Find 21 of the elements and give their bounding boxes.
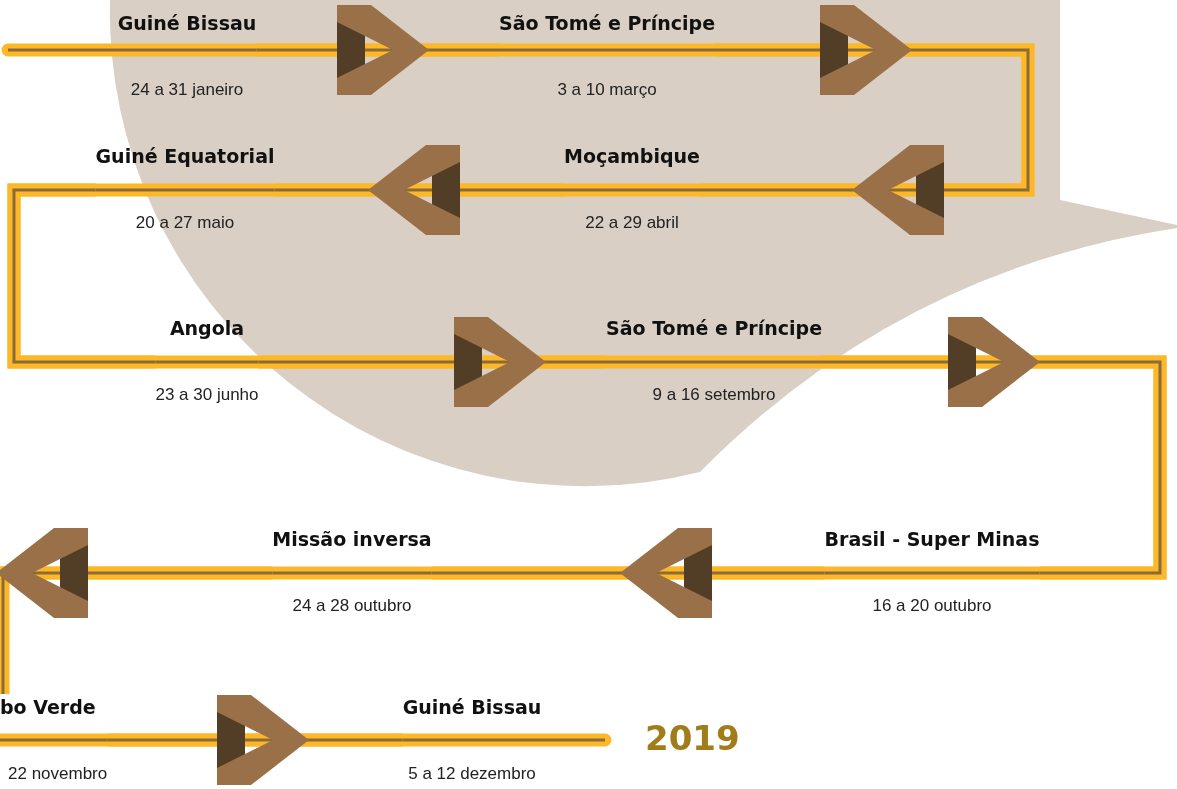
stop-name: Angola [169, 316, 245, 341]
year-label: 2019 [645, 717, 740, 760]
date-range: 23 a 30 junho [155, 384, 259, 406]
stop-name: Guiné Bissau [402, 695, 542, 720]
stop-name: Guiné Equatorial [95, 144, 275, 169]
date-range: 20 a 27 maio [135, 212, 235, 234]
date-range: 16 a 20 outubro [872, 595, 992, 617]
date-range: 3 a 10 março [557, 79, 657, 101]
date-range: 5 a 12 dezembro [408, 763, 536, 785]
stop-name: São Tomé e Príncipe [498, 11, 716, 36]
stop-name: bo Verde [0, 695, 96, 720]
stop-name: Brasil - Super Minas [824, 527, 1040, 552]
date-range: 22 novembro [8, 763, 108, 785]
stop-name: São Tomé e Príncipe [605, 316, 823, 341]
stop-name: Missão inversa [272, 527, 432, 552]
date-range: 9 a 16 setembro [652, 384, 776, 406]
date-range: 22 a 29 abril [585, 212, 679, 234]
date-range: 24 a 31 janeiro [130, 79, 244, 101]
stop-name: Guiné Bissau [117, 11, 257, 36]
stop-name: Moçambique [564, 144, 700, 169]
date-range: 24 a 28 outubro [292, 595, 412, 617]
